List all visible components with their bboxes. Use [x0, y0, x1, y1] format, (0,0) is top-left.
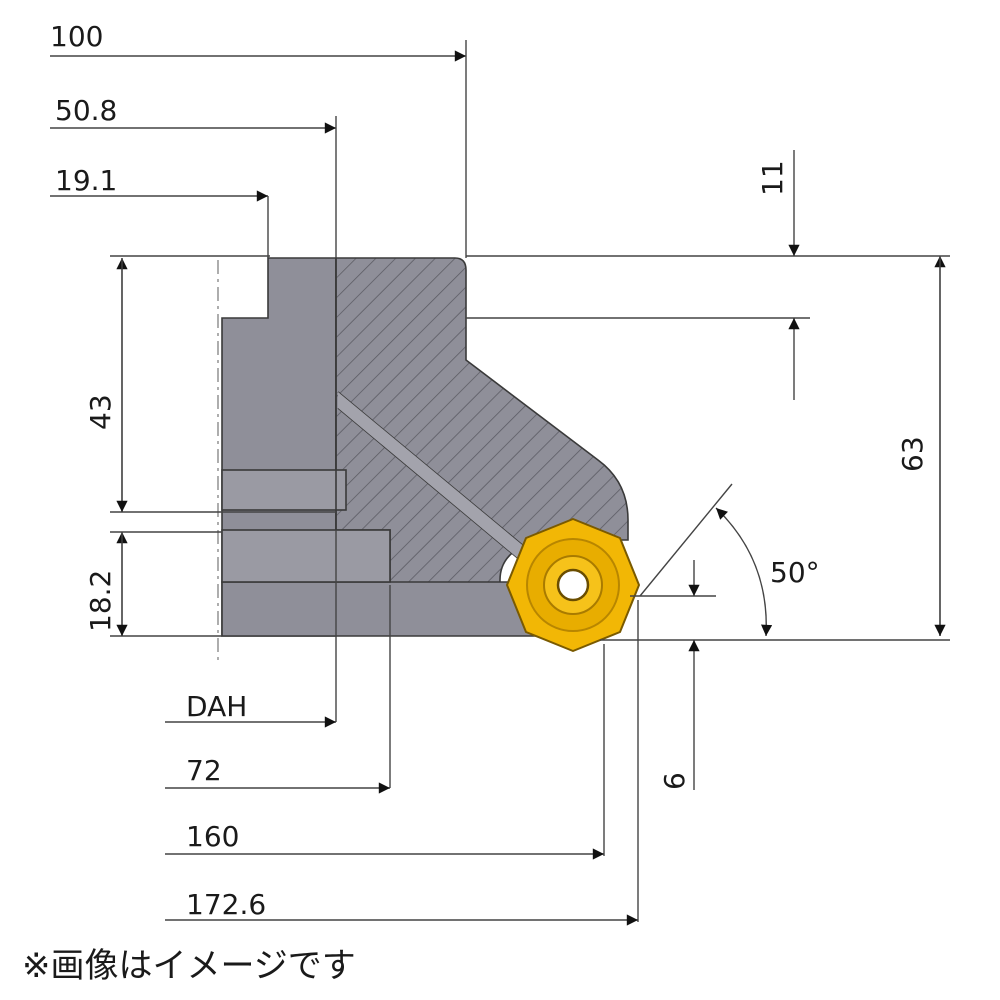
dim-160: 160 — [186, 820, 239, 853]
image-disclaimer: ※画像はイメージです — [22, 946, 356, 986]
dim-dah: DAH — [186, 690, 247, 723]
dimension-labels: 100 50.8 19.1 43 18.2 11 63 50° 6 DAH 72… — [50, 20, 929, 921]
cutting-insert — [506, 518, 640, 652]
keyway-lower — [221, 529, 391, 583]
dim-100: 100 — [50, 20, 103, 53]
dim-19-1: 19.1 — [55, 164, 117, 197]
coolant-channel-fill — [338, 392, 526, 560]
tool-body — [217, 257, 629, 664]
insert-hole — [556, 568, 590, 602]
dim-11: 11 — [756, 160, 789, 196]
body-hatched-section — [335, 257, 629, 586]
body-bottom-plate — [221, 581, 541, 637]
dim-18-2: 18.2 — [84, 570, 117, 632]
dim-72: 72 — [186, 754, 222, 787]
keyway-upper — [221, 469, 347, 511]
dim-50-8: 50.8 — [55, 94, 117, 127]
dimension-lines — [50, 40, 950, 926]
dim-50-deg: 50° — [770, 556, 820, 589]
dim-43: 43 — [84, 394, 117, 430]
dim-63: 63 — [896, 436, 929, 472]
dim-172-6: 172.6 — [186, 888, 266, 921]
dim-6: 6 — [658, 772, 691, 790]
